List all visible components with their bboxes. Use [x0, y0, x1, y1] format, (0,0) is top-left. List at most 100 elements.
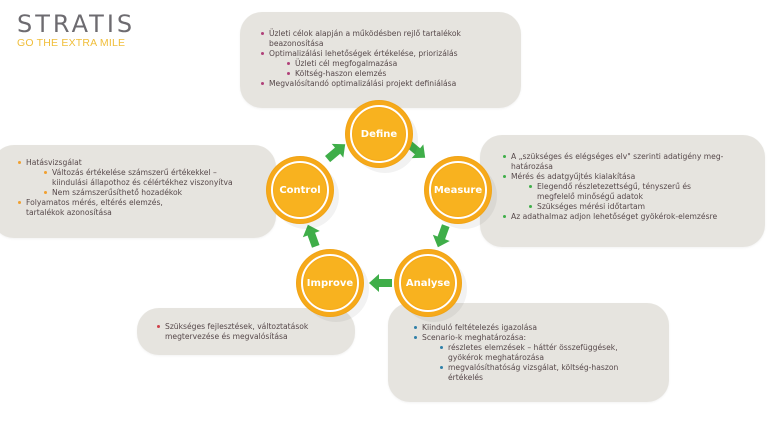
bullet-text: határozása	[511, 162, 553, 171]
bullet-text: megtervezése és megvalósítása	[165, 332, 288, 341]
phase-circle-define: Define	[346, 101, 412, 167]
bullet-item: megvalósíthatóság vizsgálat, költség-has…	[413, 363, 669, 373]
stratis-logo: STRATIS GO THE EXTRA MILE	[17, 11, 135, 49]
bullet-item: Kiinduló feltételezés igazolása	[413, 323, 669, 333]
bullet-text: Az adathalmaz adjon lehetőséget gyökérok…	[511, 212, 718, 221]
phase-label-analyse: Analyse	[405, 277, 451, 289]
bullet-text: kiindulási állapothoz és célértékhez vis…	[52, 178, 233, 187]
bullet-item: Scenario-k meghatározása:	[413, 333, 669, 343]
bullet-dot-icon	[440, 366, 443, 369]
bullet-text: Megvalósítandó optimalizálási projekt de…	[269, 79, 457, 88]
arrow-analyse-to-improve-icon	[369, 274, 392, 292]
bullet-item: tartalékok azonosítása	[17, 208, 276, 218]
bullet-item: Elegendő részletezettségű, tényszerű és	[502, 182, 765, 192]
bullet-dot-icon	[287, 62, 290, 65]
bullet-item: Folyamatos mérés, eltérés elemzés,	[17, 198, 276, 208]
bullet-dot-icon	[440, 346, 443, 349]
arrow-improve-to-control-icon	[302, 224, 320, 248]
bullet-text: Optimalizálási lehetőségek értékelése, p…	[269, 49, 458, 58]
arrow-measure-to-analyse-icon	[432, 224, 450, 248]
bullet-item: kiindulási állapothoz és célértékhez vis…	[17, 178, 276, 188]
bullet-item: részletes elemzések – háttér összefüggés…	[413, 343, 669, 353]
bullet-dot-icon	[18, 201, 21, 204]
bullet-item: Megvalósítandó optimalizálási projekt de…	[260, 79, 521, 89]
bullet-dot-icon	[529, 205, 532, 208]
phase-label-define: Define	[360, 128, 398, 140]
bullet-text: megvalósíthatóság vizsgálat, költség-has…	[448, 363, 619, 372]
bullet-dot-icon	[261, 52, 264, 55]
bullet-text: gyökérok meghatározása	[448, 353, 545, 362]
bullet-dot-icon	[287, 72, 290, 75]
bullet-item: A „szükséges és elégséges elv" szerinti …	[502, 152, 765, 162]
measure-bullet-list: A „szükséges és elégséges elv" szerinti …	[480, 135, 765, 222]
bullet-item: Mérés és adatgyűjtés kialakítása	[502, 172, 765, 182]
phase-circle-control: Control	[267, 157, 333, 223]
bullet-item: Optimalizálási lehetőségek értékelése, p…	[260, 49, 521, 59]
phase-label-measure: Measure	[433, 184, 483, 196]
arrow-control-to-define-icon	[325, 143, 346, 163]
bullet-dot-icon	[18, 161, 21, 164]
bullet-text: Szükséges mérési időtartam	[537, 202, 646, 211]
bullet-dot-icon	[44, 171, 47, 174]
logo-tagline: GO THE EXTRA MILE	[17, 37, 126, 49]
bullet-text: Üzleti cél megfogalmazása	[295, 59, 398, 68]
bullet-text: Üzleti célok alapján a működésben rejlő …	[269, 29, 461, 38]
bullet-item: Szükséges fejlesztések, változtatások	[156, 322, 355, 332]
bullet-dot-icon	[44, 191, 47, 194]
bullet-dot-icon	[503, 175, 506, 178]
phase-circle-measure: Measure	[425, 157, 491, 223]
bullet-item: Üzleti célok alapján a működésben rejlő …	[260, 29, 521, 39]
bullet-item: Változás értékelése számszerű értékekkel…	[17, 168, 276, 178]
bullet-item: Az adathalmaz adjon lehetőséget gyökérok…	[502, 212, 765, 222]
bullet-item: Nem számszerűsíthető hozadékok	[17, 188, 276, 198]
bullet-text: részletes elemzések – háttér összefüggés…	[448, 343, 618, 352]
bullet-text: Kiinduló feltételezés igazolása	[422, 323, 537, 332]
bullet-item: gyökérok meghatározása	[413, 353, 669, 363]
bullet-item: Szükséges mérési időtartam	[502, 202, 765, 212]
bullet-dot-icon	[261, 32, 264, 35]
measure-description-box: A „szükséges és elégséges elv" szerinti …	[480, 135, 765, 247]
bullet-item: Üzleti cél megfogalmazása	[260, 59, 521, 69]
bullet-item: megtervezése és megvalósítása	[156, 332, 355, 342]
bullet-dot-icon	[503, 215, 506, 218]
bullet-text: tartalékok azonosítása	[26, 208, 112, 217]
logo-wordmark: STRATIS	[17, 10, 136, 38]
bullet-text: Folyamatos mérés, eltérés elemzés,	[26, 198, 163, 207]
bullet-item: határozása	[502, 162, 765, 172]
phase-label-improve: Improve	[306, 277, 354, 289]
bullet-text: megfelelő minőségű adatok	[537, 192, 643, 201]
bullet-text: beazonosítása	[269, 39, 324, 48]
bullet-dot-icon	[503, 155, 506, 158]
bullet-text: Mérés és adatgyűjtés kialakítása	[511, 172, 636, 181]
bullet-text: Költség-haszon elemzés	[295, 69, 387, 78]
bullet-dot-icon	[157, 325, 160, 328]
bullet-dot-icon	[529, 185, 532, 188]
bullet-item: Költség-haszon elemzés	[260, 69, 521, 79]
bullet-dot-icon	[414, 336, 417, 339]
bullet-text: értékelés	[448, 373, 483, 382]
bullet-text: A „szükséges és elégséges elv" szerinti …	[511, 152, 724, 161]
bullet-item: értékelés	[413, 373, 669, 383]
bullet-text: Hatásvizsgálat	[26, 158, 82, 167]
bullet-text: Szükséges fejlesztések, változtatások	[165, 322, 309, 331]
bullet-text: Scenario-k meghatározása:	[422, 333, 527, 342]
bullet-dot-icon	[261, 82, 264, 85]
bullet-text: Nem számszerűsíthető hozadékok	[52, 188, 183, 197]
phase-circle-analyse: Analyse	[395, 250, 461, 316]
bullet-item: megfelelő minőségű adatok	[502, 192, 765, 202]
bullet-dot-icon	[414, 326, 417, 329]
bullet-text: Változás értékelése számszerű értékekkel…	[52, 168, 217, 177]
define-bullet-list: Üzleti célok alapján a működésben rejlő …	[240, 12, 521, 89]
bullet-item: Hatásvizsgálat	[17, 158, 276, 168]
bullet-item: beazonosítása	[260, 39, 521, 49]
define-description-box: Üzleti célok alapján a működésben rejlő …	[240, 12, 521, 108]
phase-circle-improve: Improve	[297, 250, 363, 316]
bullet-text: Elegendő részletezettségű, tényszerű és	[537, 182, 692, 191]
